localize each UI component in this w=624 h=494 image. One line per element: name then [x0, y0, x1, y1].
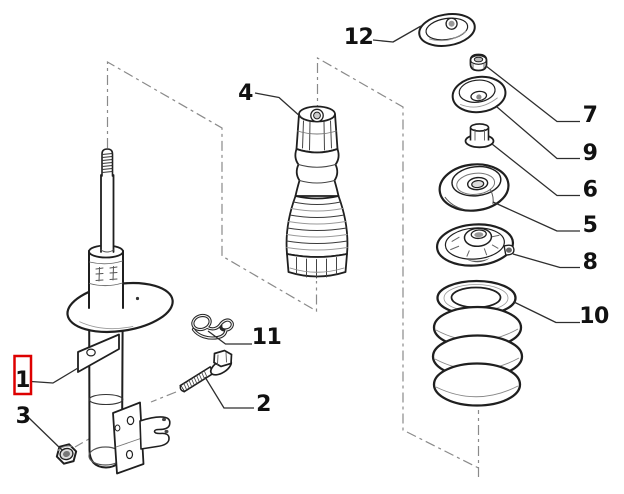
- callout-8-label[interactable]: 8: [583, 250, 598, 275]
- part-mount-cup-washer: [451, 75, 507, 114]
- part-coil-spring: [431, 279, 524, 407]
- part-flange-nut: [464, 123, 495, 149]
- part-cap-nut: [469, 53, 488, 72]
- callout-3-label[interactable]: 3: [16, 404, 31, 429]
- callout-11-label[interactable]: 11: [252, 325, 282, 350]
- part-cover-cap: [418, 13, 476, 47]
- leader-12: [372, 25, 422, 43]
- part-strut-assembly: [66, 148, 174, 475]
- leader-5: [492, 201, 580, 232]
- leader-2: [204, 376, 254, 409]
- leader-7: [485, 65, 580, 123]
- part-dust-boot: [285, 105, 349, 279]
- callout-labels: 1 2 3 4 5 6 7 8 9 10 11 12: [13, 25, 609, 429]
- leader-10: [513, 301, 580, 324]
- callout-5-label[interactable]: 5: [583, 213, 598, 238]
- callout-2-label[interactable]: 2: [256, 392, 271, 417]
- leader-6: [491, 143, 580, 197]
- callout-9-label[interactable]: 9: [583, 141, 598, 166]
- leader-1: [30, 367, 79, 384]
- leader-8: [512, 253, 580, 269]
- leader-lines: [28, 25, 580, 451]
- callout-6-label[interactable]: 6: [583, 178, 599, 203]
- part-flange-bolt: [179, 349, 233, 393]
- part-upper-strut-mount: [438, 163, 510, 212]
- highlight-box-1[interactable]: [13, 354, 33, 396]
- callout-4-label[interactable]: 4: [238, 81, 254, 106]
- callout-1-label[interactable]: 1: [15, 368, 30, 393]
- leader-11: [207, 330, 252, 345]
- callout-12-label[interactable]: 12: [344, 25, 374, 50]
- part-spring-seat-bearing: [435, 223, 515, 267]
- callout-10-label[interactable]: 10: [579, 304, 609, 329]
- part-retaining-clip: [191, 313, 234, 340]
- leader-3: [28, 417, 63, 451]
- callout-7-label[interactable]: 7: [583, 103, 598, 128]
- leader-4: [254, 92, 303, 119]
- leader-9: [496, 106, 580, 160]
